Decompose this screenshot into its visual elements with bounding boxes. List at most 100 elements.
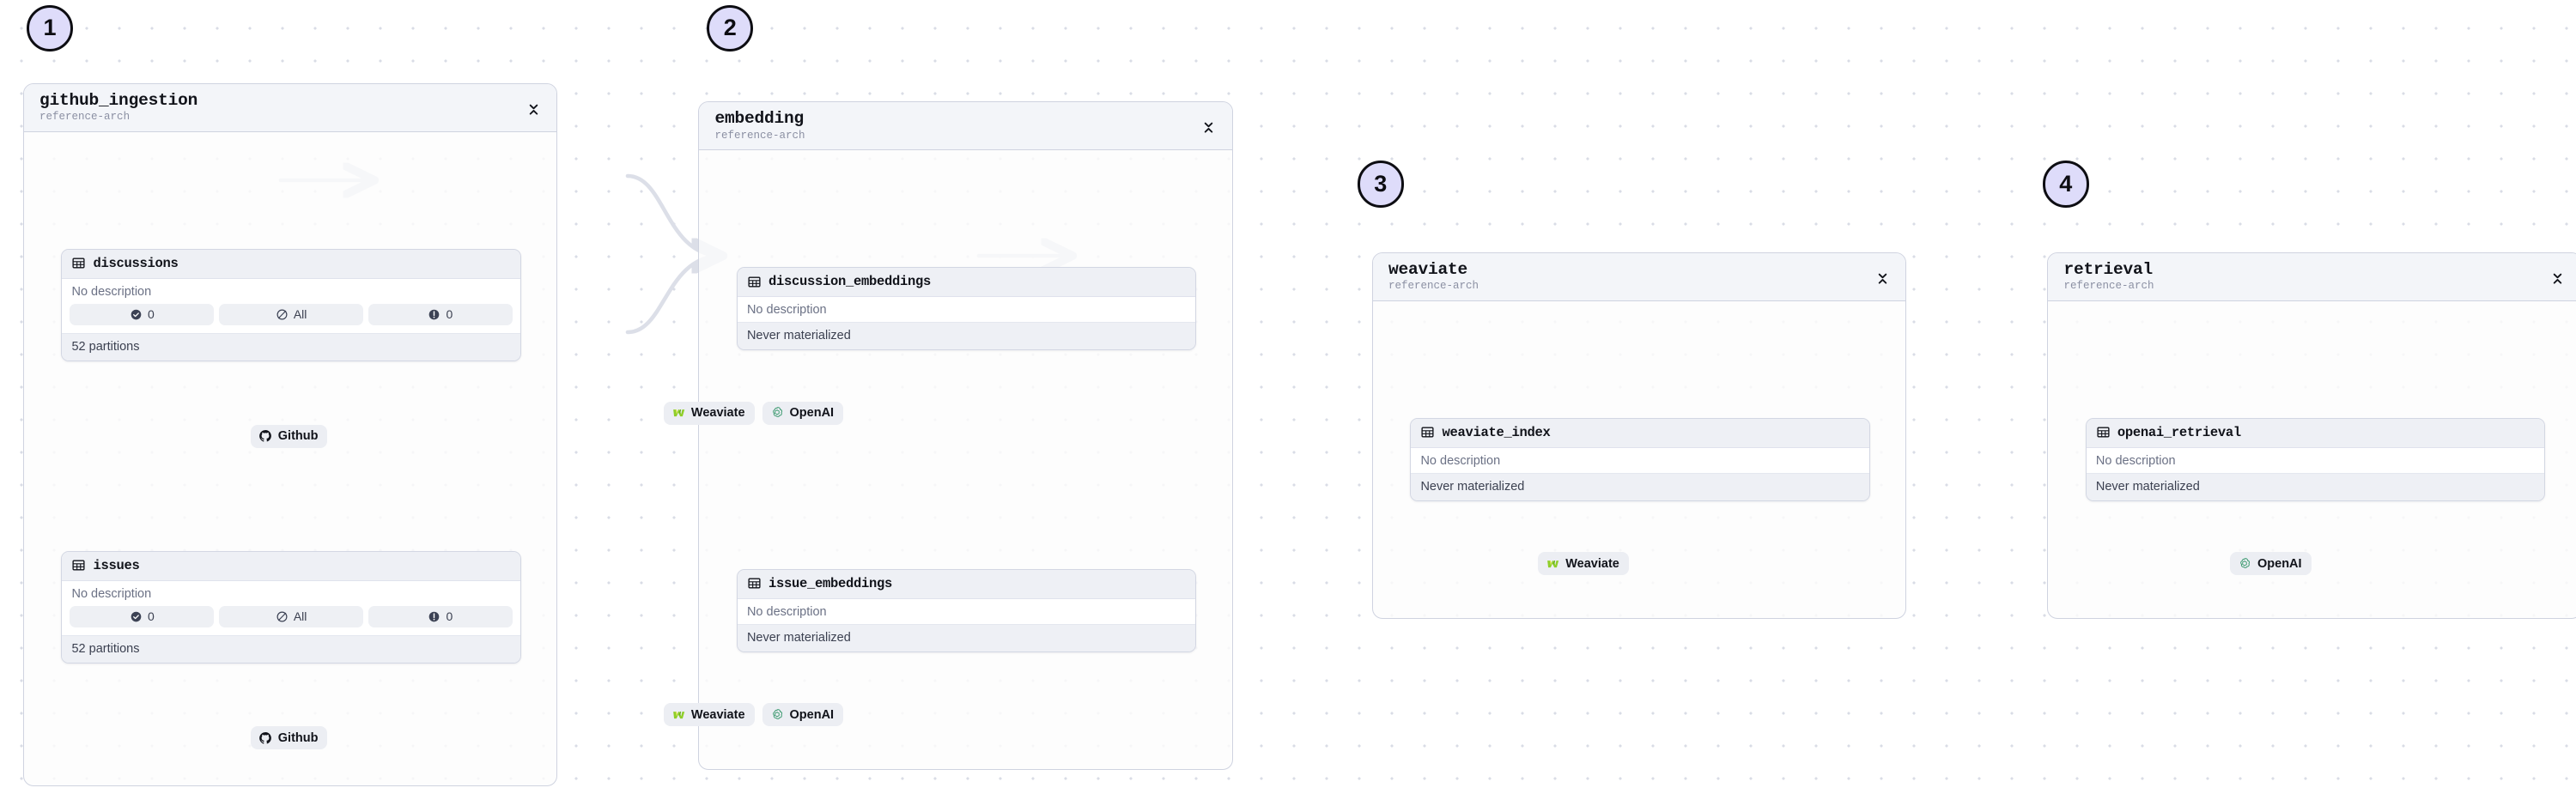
asset-status-badges: 0 All 0	[62, 605, 520, 635]
group-title: weaviate	[1388, 260, 1468, 279]
asset-name: issue_embeddings	[768, 575, 892, 591]
group-subtitle: reference-arch	[39, 111, 131, 124]
kind-tag-row-weaviate-index-tags: Weaviate	[1538, 552, 1629, 576]
status-badge-label: All	[293, 307, 307, 322]
asset-header: openai_retrieval	[2086, 418, 2545, 448]
asset-footer-status: Never materialized	[2086, 472, 2545, 500]
status-badge-alert-circle[interactable]: 0	[368, 303, 513, 325]
openai-icon	[770, 406, 784, 420]
status-badge-no-entry[interactable]: All	[219, 605, 363, 627]
kind-tag-label: OpenAI	[789, 707, 835, 722]
group-subtitle: reference-arch	[2063, 280, 2154, 293]
kind-tag-label: OpenAI	[789, 406, 835, 421]
kind-tag-openai[interactable]: OpenAI	[2230, 552, 2312, 576]
alert-circle-icon	[428, 308, 440, 321]
status-badge-alert-circle[interactable]: 0	[368, 605, 513, 627]
asset-footer-status: Never materialized	[1411, 472, 1869, 500]
table-icon	[71, 256, 86, 270]
kind-tag-row-discussions-tags: Github	[250, 424, 328, 448]
asset-status-badges: 0 All 0	[62, 303, 520, 333]
step-badge-2: 2	[707, 4, 754, 52]
kind-tag-weaviate[interactable]: Weaviate	[1538, 552, 1629, 576]
asset-description: No description	[62, 278, 520, 304]
kind-tag-row-issue-embeddings-tags: Weaviate OpenAI	[663, 703, 844, 727]
kind-tag-label: Weaviate	[690, 707, 745, 722]
kind-tag-label: OpenAI	[2257, 556, 2302, 571]
kind-tag-weaviate[interactable]: Weaviate	[663, 401, 755, 425]
status-badge-check-circle[interactable]: 0	[70, 605, 215, 627]
table-icon	[1420, 425, 1435, 439]
group-subtitle: reference-arch	[1388, 280, 1479, 293]
group-title: embedding	[714, 109, 805, 129]
asset-description: No description	[737, 598, 1196, 624]
chevron-expand-icon[interactable]	[1874, 267, 1890, 286]
asset-footer-status: Never materialized	[737, 322, 1196, 350]
asset-description: No description	[1411, 447, 1869, 473]
no-entry-icon	[276, 610, 289, 623]
asset-name: discussion_embeddings	[768, 274, 931, 290]
step-badge-3: 3	[1357, 161, 1404, 208]
kind-tag-openai[interactable]: OpenAI	[762, 703, 844, 727]
kind-tag-github[interactable]: Github	[250, 726, 328, 750]
asset-description: No description	[737, 297, 1196, 323]
status-badge-label: 0	[446, 609, 453, 624]
asset-name: openai_retrieval	[2117, 424, 2241, 440]
table-icon	[71, 558, 86, 573]
weaviate-icon	[671, 406, 685, 420]
kind-tag-label: Github	[277, 429, 319, 444]
table-icon	[747, 275, 762, 289]
asset-header: weaviate_index	[1411, 418, 1869, 448]
asset-header: discussion_embeddings	[737, 268, 1196, 298]
kind-tag-label: Weaviate	[1565, 556, 1619, 571]
kind-tag-weaviate[interactable]: Weaviate	[663, 703, 755, 727]
table-icon	[747, 576, 762, 591]
openai-icon	[2238, 557, 2251, 571]
check-circle-icon	[130, 610, 143, 623]
kind-tag-github[interactable]: Github	[250, 424, 328, 448]
asset-header: issues	[62, 551, 520, 581]
github-icon	[258, 429, 272, 443]
step-badge-1: 1	[26, 4, 74, 52]
asset-name: discussions	[93, 255, 179, 271]
kind-tag-label: Github	[277, 730, 319, 745]
group-title: retrieval	[2063, 260, 2153, 279]
weaviate-icon	[671, 708, 685, 722]
chevron-expand-icon[interactable]	[526, 98, 541, 117]
step-badge-4: 4	[2042, 161, 2089, 208]
check-circle-icon	[130, 308, 143, 321]
chevron-expand-icon[interactable]	[1201, 116, 1217, 135]
group-subtitle: reference-arch	[714, 129, 805, 142]
status-badge-no-entry[interactable]: All	[219, 303, 363, 325]
no-entry-icon	[276, 308, 289, 321]
asset-name: issues	[93, 557, 140, 573]
table-icon	[2096, 425, 2111, 439]
kind-tag-row-issues-tags: Github	[250, 726, 328, 750]
kind-tag-openai[interactable]: OpenAI	[762, 401, 844, 425]
kind-tag-label: Weaviate	[690, 406, 745, 421]
asset-footer-status: Never materialized	[737, 623, 1196, 651]
chevron-expand-icon[interactable]	[2550, 267, 2566, 286]
asset-footer-status: 52 partitions	[62, 634, 520, 663]
status-badge-label: All	[293, 609, 307, 624]
asset-description: No description	[2086, 447, 2545, 473]
status-badge-check-circle[interactable]: 0	[70, 303, 215, 325]
status-badge-label: 0	[147, 609, 155, 624]
group-title: github_ingestion	[39, 90, 198, 110]
kind-tag-row-discussion-embeddings-tags: Weaviate OpenAI	[663, 401, 844, 425]
asset-name: weaviate_index	[1442, 424, 1551, 440]
github-icon	[258, 731, 272, 745]
